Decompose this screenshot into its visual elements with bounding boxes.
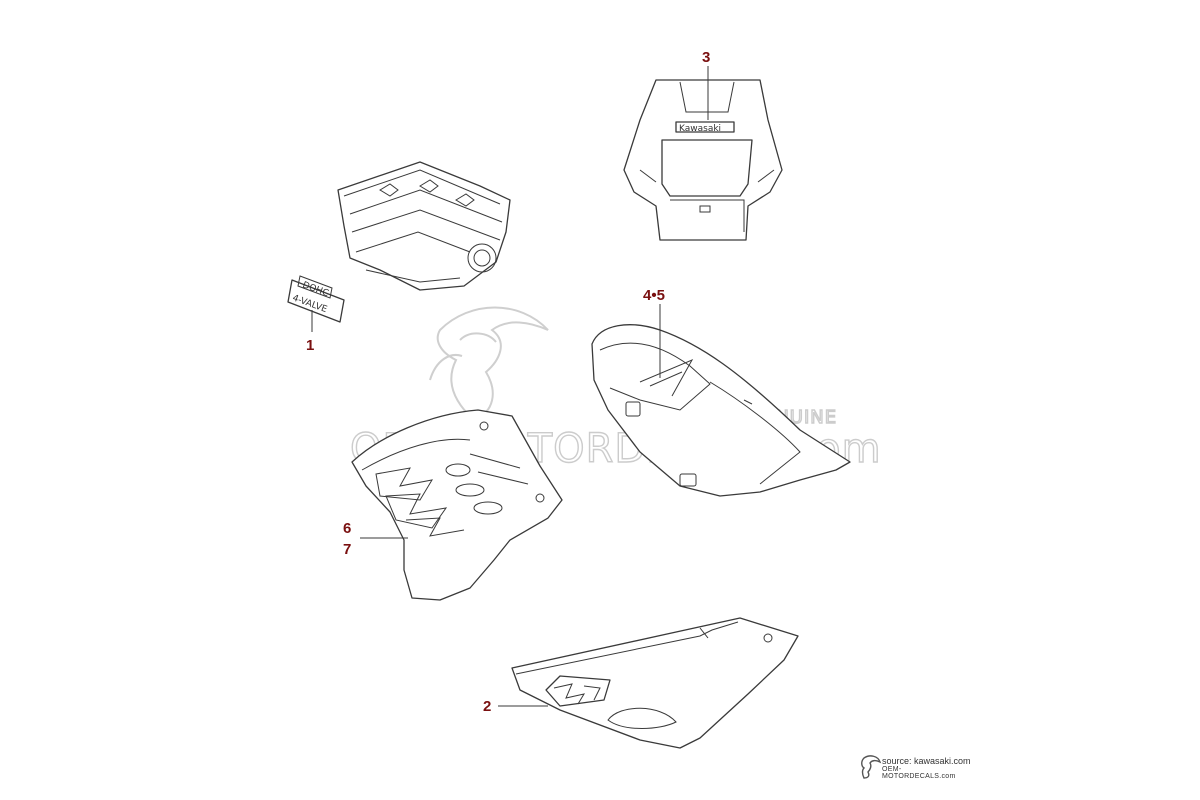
headlight-cowl: Kawasaki (623, 66, 783, 241)
source-line-1: source: kawasaki.com (882, 756, 971, 766)
source-line-2: OEM-MOTORDECALS.com (882, 766, 956, 780)
kawasaki-label: Kawasaki (679, 124, 721, 134)
cylinder-head (337, 161, 511, 291)
side-cover (498, 617, 799, 749)
callout-6: 6 (343, 520, 351, 537)
radiator-shroud (351, 409, 563, 601)
tail-cowl (591, 304, 851, 497)
callout-1: 1 (306, 337, 314, 354)
callout-2: 2 (483, 698, 491, 715)
oem-logo-icon (861, 755, 882, 779)
source-credit: source: kawasaki.com OEM-MOTORDECALS.com (882, 756, 972, 780)
callout-7: 7 (343, 541, 351, 558)
callout-4-5: 4•5 (643, 287, 665, 304)
callout-3: 3 (702, 49, 710, 66)
dohc-decal: DOHC 4-VALVE (287, 275, 345, 332)
